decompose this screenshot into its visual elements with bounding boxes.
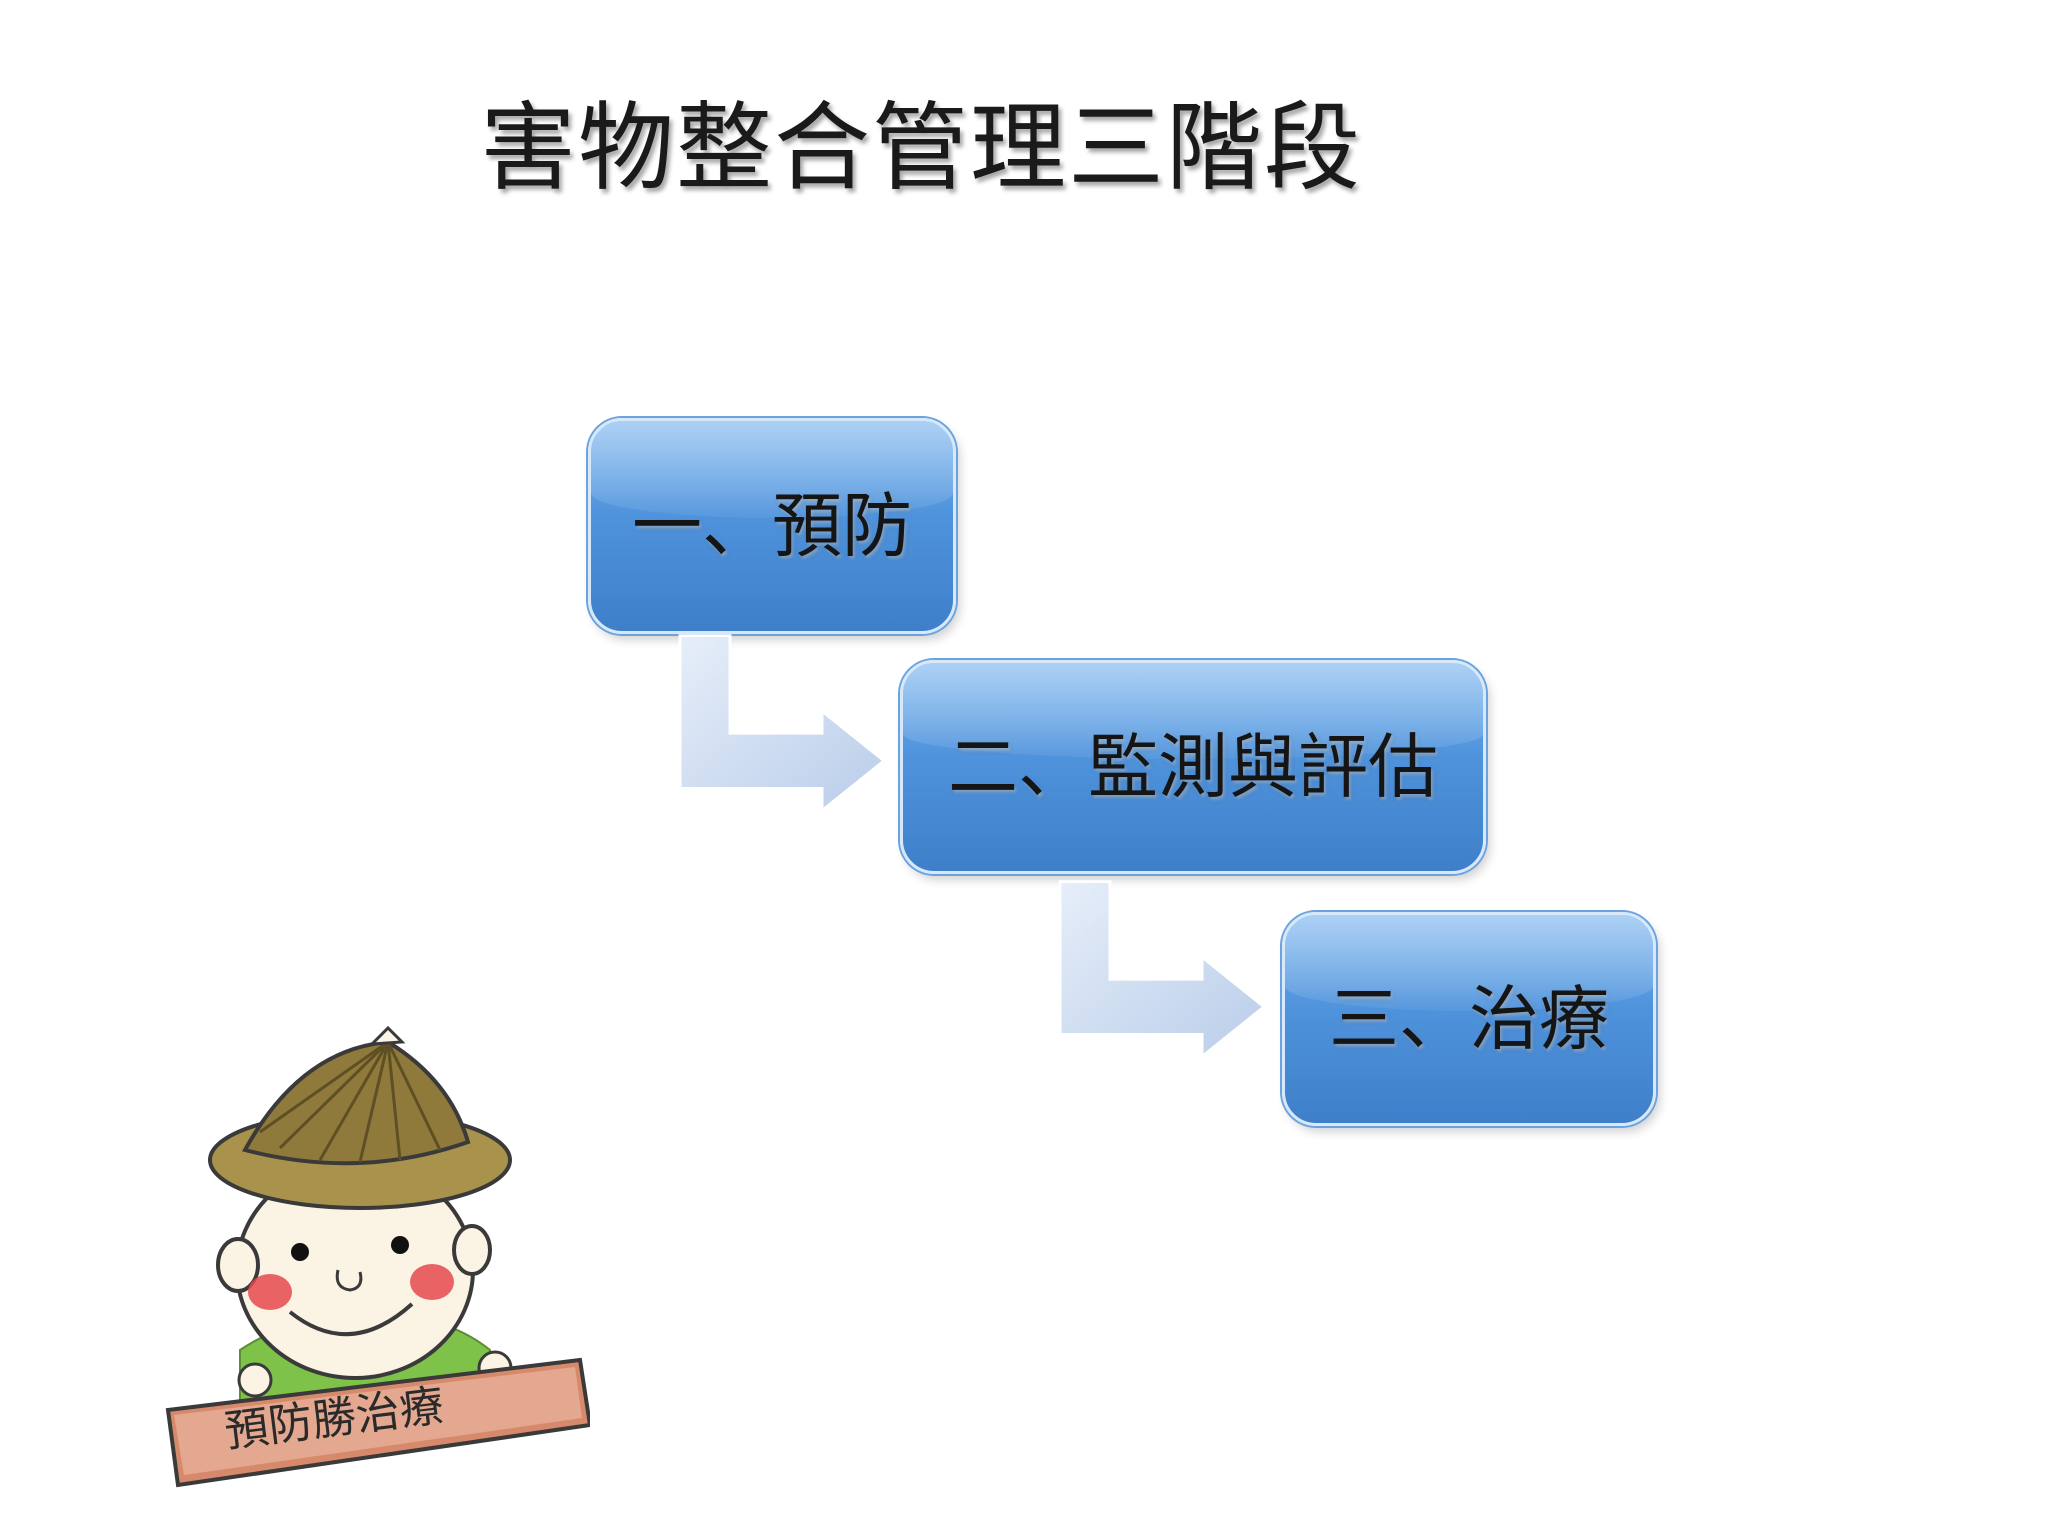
farmer-mascot-icon — [165, 1025, 590, 1488]
stage-box-prevention: 一、預防 — [588, 418, 956, 634]
stage-label: 三、治療 — [1329, 978, 1609, 1060]
stage-label: 一、預防 — [632, 485, 912, 567]
stage-label: 二、監測與評估 — [948, 726, 1438, 808]
stage-box-monitoring: 二、監測與評估 — [900, 660, 1486, 874]
slide-title: 害物整合管理三階段 — [480, 92, 1362, 204]
elbow-arrow-icon — [678, 634, 887, 814]
stage-box-treatment: 三、治療 — [1282, 912, 1656, 1126]
elbow-arrow-icon — [1058, 880, 1267, 1060]
